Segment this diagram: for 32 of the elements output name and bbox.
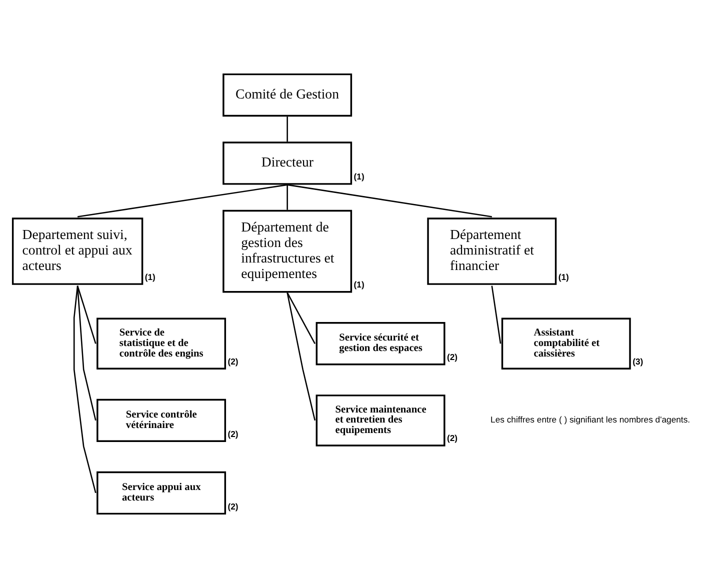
node-label: (3) (632, 356, 644, 366)
connector (286, 184, 288, 210)
connector (286, 116, 288, 142)
node-label: (2) (228, 356, 238, 366)
node-box: Assistant comptabilité et caissières (501, 317, 631, 370)
connector (77, 184, 288, 217)
connector (287, 184, 492, 217)
node-box: Service de statistique et de contrôle des engins (96, 317, 226, 370)
node-label: (1) (354, 171, 364, 182)
connector (76, 285, 96, 344)
node-box: Département de gestion des infrastructures et equipementes (222, 209, 352, 292)
node-label: (1) (144, 271, 156, 282)
connector (286, 292, 316, 344)
node-box: Service appui aux acteurs (96, 470, 226, 514)
node-box: Service contrôle vétérinaire (96, 398, 226, 442)
connector (73, 285, 96, 493)
node-label: (2) (447, 352, 458, 362)
node-box: Département administratif et financier (427, 217, 557, 284)
node-box: Departement suivi, control et appui aux acteurs (12, 217, 144, 284)
node-label: (1) (558, 271, 569, 282)
node-label: (1) (354, 279, 364, 290)
connector (286, 292, 316, 420)
node-box: Service sécurité et gestion des espaces (316, 322, 446, 365)
node-box: Directeur (222, 141, 352, 184)
node-box: Comité de Gestion (222, 72, 352, 116)
label: Les chiffres entre ( ) signifiant les nombres d'agents. (490, 414, 690, 424)
node-box: Service maintenance et entretien des equipements (316, 394, 446, 446)
connector (491, 285, 502, 344)
node-label: (2) (447, 432, 458, 443)
node-label: (2) (228, 500, 238, 511)
connector (76, 285, 96, 420)
node-label: (2) (228, 428, 238, 438)
